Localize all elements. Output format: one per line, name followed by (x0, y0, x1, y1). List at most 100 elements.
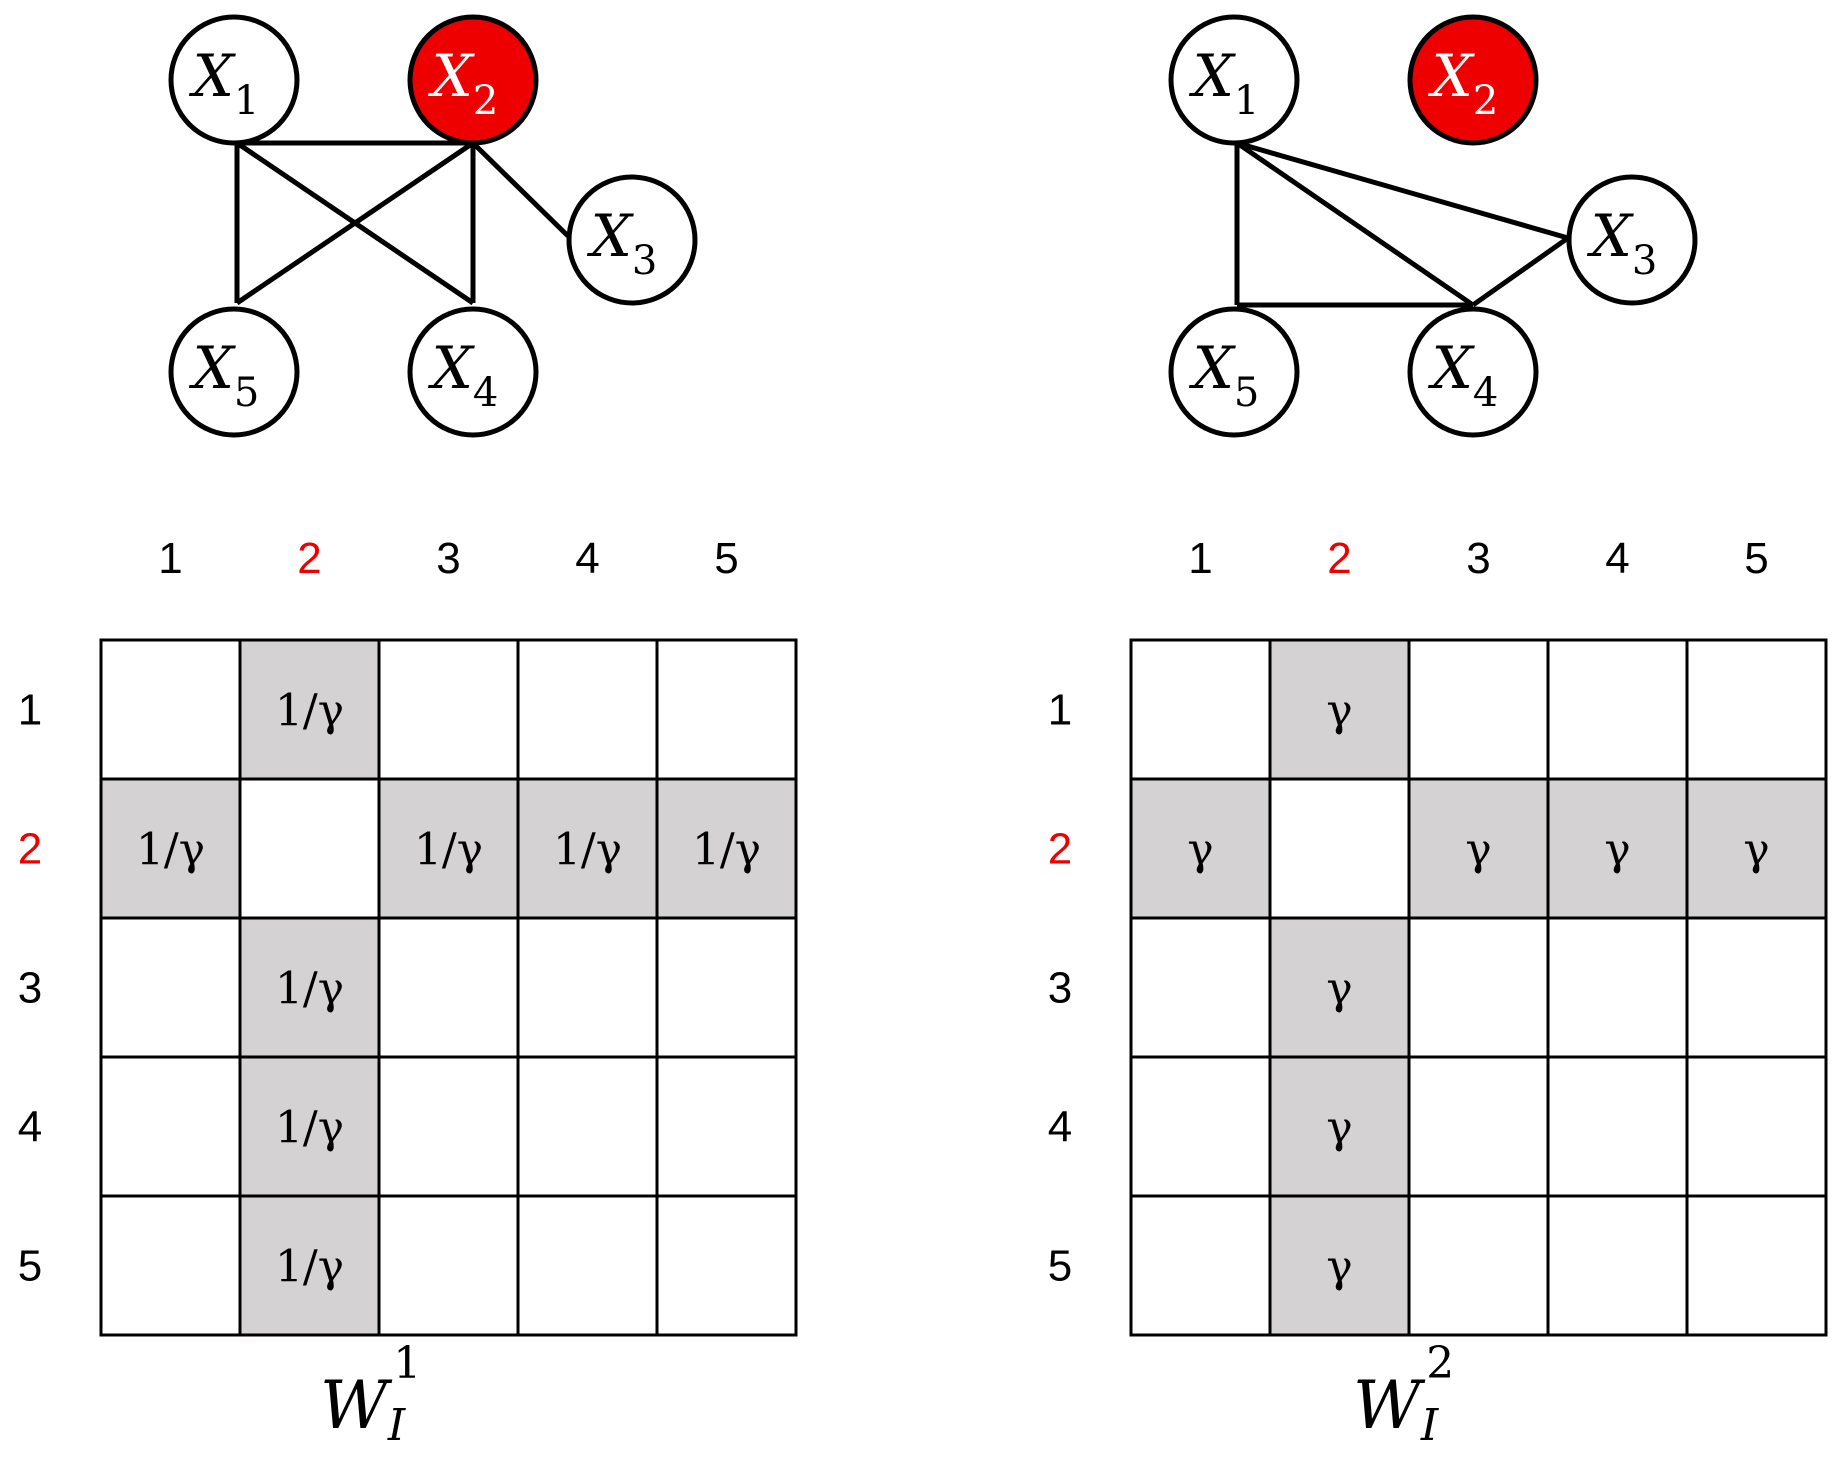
matrix-cell-3-2 (238, 916, 381, 1059)
node-label: X3 (1587, 202, 1658, 284)
node-circle (1566, 174, 1698, 306)
matrix-cell-4-2 (1268, 1055, 1411, 1198)
matrix-cell-3-1 (1129, 916, 1272, 1059)
cell-value: 1/γ (275, 1103, 344, 1154)
column-index-label: 5 (1744, 534, 1768, 583)
node-circle (1407, 14, 1539, 146)
matrix-cell-1-5 (1685, 638, 1828, 781)
node-label: X4 (1428, 334, 1499, 416)
row-index-label: 4 (1048, 1103, 1072, 1152)
matrix-cell-5-5 (655, 1194, 798, 1337)
matrix-cell-2-2 (1268, 777, 1411, 920)
column-index-label: 3 (436, 534, 460, 583)
matrix-cell-5-5 (1685, 1194, 1828, 1337)
edge-x1-x4 (1235, 140, 1475, 308)
matrix-cell-2-5 (1685, 777, 1828, 920)
node-x3: X3 (1566, 174, 1698, 306)
cell-value: 1/γ (553, 825, 622, 876)
node-label: X3 (587, 202, 658, 284)
node-circle (1168, 306, 1300, 438)
cell-value: 1/γ (136, 825, 205, 876)
row-index-label: 1 (1048, 686, 1072, 735)
row-index-label: 4 (18, 1103, 42, 1152)
node-label: X2 (1428, 42, 1499, 124)
column-index-label: 1 (1188, 534, 1212, 583)
matrix-cell-3-4 (1546, 916, 1689, 1059)
row-index-label: 3 (18, 964, 42, 1013)
cell-value: γ (1465, 825, 1491, 876)
matrix-cell-5-4 (516, 1194, 659, 1337)
matrix-cell-3-5 (655, 916, 798, 1059)
matrix-cell-2-2 (238, 777, 381, 920)
matrix-cell-5-1 (99, 1194, 242, 1337)
cell-value: γ (1326, 686, 1352, 737)
matrix-cell-4-5 (655, 1055, 798, 1198)
column-index-label: 2 (1327, 534, 1351, 583)
matrix-cell-2-3 (1407, 777, 1550, 920)
edge-x2-x5 (235, 140, 475, 306)
left-matrix-caption: WI1 (320, 1338, 421, 1451)
node-label: X5 (189, 334, 260, 416)
matrix-cell-4-5 (1685, 1055, 1828, 1198)
cell-value: 1/γ (275, 1242, 344, 1293)
right-matrix-caption: WI2 (1353, 1338, 1454, 1451)
node-circle (168, 306, 300, 438)
matrix-cell-5-4 (1546, 1194, 1689, 1337)
node-label: X1 (189, 42, 260, 124)
cell-value: γ (1604, 825, 1630, 876)
edge-x2-x3 (471, 141, 570, 238)
matrix-cell-1-4 (1546, 638, 1689, 781)
column-index-label: 2 (297, 534, 321, 583)
matrix-cell-2-4 (516, 777, 659, 920)
column-index-label: 3 (1466, 534, 1490, 583)
cell-value: γ (1187, 825, 1213, 876)
column-index-label: 1 (158, 534, 182, 583)
cell-value: γ (1326, 1103, 1352, 1154)
matrix-cell-4-3 (1407, 1055, 1550, 1198)
row-index-label: 2 (18, 825, 42, 874)
matrix-cell-5-3 (1407, 1194, 1550, 1337)
node-circle (407, 306, 539, 438)
matrix-cell-4-2 (238, 1055, 381, 1198)
node-circle (168, 14, 300, 146)
matrix-cell-1-3 (377, 638, 520, 781)
matrix-cell-2-3 (377, 777, 520, 920)
node-circle (1168, 14, 1300, 146)
node-circle (566, 174, 698, 306)
matrix-cell-2-4 (1546, 777, 1689, 920)
matrix-cell-3-3 (377, 916, 520, 1059)
row-index-label: 2 (1048, 825, 1072, 874)
row-index-label: 1 (18, 686, 42, 735)
matrix-cell-2-1 (99, 777, 242, 920)
node-circle (1407, 306, 1539, 438)
cell-value: γ (1326, 964, 1352, 1015)
node-label: X4 (428, 334, 499, 416)
matrix-cell-1-2 (238, 638, 381, 781)
matrix-cell-2-5 (655, 777, 798, 920)
cell-value: 1/γ (692, 825, 761, 876)
matrix-cell-1-5 (655, 638, 798, 781)
matrix-cell-3-1 (99, 916, 242, 1059)
matrix-cell-1-4 (516, 638, 659, 781)
cell-value: γ (1326, 1242, 1352, 1293)
node-label: X2 (428, 42, 499, 124)
matrix-cell-5-1 (1129, 1194, 1272, 1337)
edge-x4-x3 (1471, 235, 1570, 308)
node-x5: X5 (1168, 306, 1300, 438)
node-x4: X4 (1407, 306, 1539, 438)
matrix-cell-4-1 (99, 1055, 242, 1198)
matrix-cell-3-3 (1407, 916, 1550, 1059)
node-x4: X4 (407, 306, 539, 438)
row-index-label: 3 (1048, 964, 1072, 1013)
matrix-cell-5-2 (238, 1194, 381, 1337)
row-index-label: 5 (1048, 1242, 1072, 1291)
node-x5: X5 (168, 306, 300, 438)
matrix-cell-3-5 (1685, 916, 1828, 1059)
matrix-cell-1-1 (1129, 638, 1272, 781)
node-x2: X2 (1407, 14, 1539, 146)
cell-value: 1/γ (275, 686, 344, 737)
column-index-label: 5 (714, 534, 738, 583)
